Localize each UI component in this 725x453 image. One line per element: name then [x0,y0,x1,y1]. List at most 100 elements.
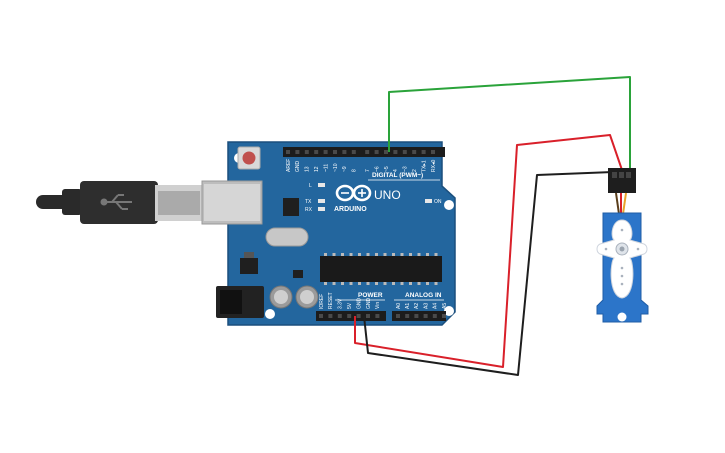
pin-label: ~3 [403,166,409,172]
wire-red-power[interactable] [354,134,623,368]
pin-label: ~11 [323,164,329,172]
wire-black-ground[interactable] [363,171,614,376]
led-tx-label: TX [305,199,312,205]
header-pin[interactable] [328,314,333,318]
wire-green-signal[interactable] [388,76,631,168]
reset-button-cap[interactable] [242,151,256,165]
voltage-regulator [240,258,258,274]
servo-mount-hole [617,312,627,322]
usb-icon [100,194,132,210]
pin-label: A1 [405,303,411,309]
servo-connector [608,168,636,193]
power-barrel-jack-inner [220,290,242,314]
header-pin[interactable] [442,314,446,318]
pin-label: 2 [412,169,418,172]
header-pin[interactable] [314,150,319,154]
pin-label: GND [356,298,362,310]
pin-label: RESET [328,292,334,309]
pin-label: GND [295,161,301,173]
pin-label: 3.3V [338,298,344,309]
led-rx-label: RX [305,207,313,213]
pin-label: ~10 [333,163,339,172]
model-label: UNO [374,188,401,202]
capacitor-top [274,290,288,304]
header-pin[interactable] [414,314,419,318]
small-ic [293,270,303,278]
header-pin[interactable] [342,150,347,154]
pin-label: 12 [314,166,320,172]
header-pin[interactable] [351,150,356,154]
servo-motor[interactable] [596,168,649,323]
servo-connector-pin [626,172,631,178]
header-pin[interactable] [365,150,370,154]
header-pin[interactable] [412,150,417,154]
header-pin[interactable] [304,150,309,154]
mounting-hole [444,200,454,210]
header-pin[interactable] [423,314,428,318]
usb-b-jack-face [204,184,260,221]
capacitor-top [300,290,314,304]
pin-label: 13 [305,166,311,172]
digital-header-label: DIGITAL (PWM~) [372,172,423,179]
led-l-label: L [309,183,312,189]
header-pin[interactable] [356,314,361,318]
header-pin[interactable] [374,150,379,154]
pin-label: A4 [433,303,439,309]
header-pin[interactable] [366,314,370,318]
header-pin[interactable] [337,314,342,318]
header-pin[interactable] [295,150,300,154]
led-rx [318,207,325,211]
led-tx [318,199,325,203]
mounting-hole [444,306,454,316]
servo-shaft-center [619,246,625,252]
wires [354,76,631,376]
analog-pin-row [396,314,446,318]
header-pin[interactable] [402,150,407,154]
led-l [318,183,325,187]
led-on-label: ON [434,199,442,205]
header-pin[interactable] [333,150,337,154]
header-pin[interactable] [375,314,380,318]
servo-connector-pin [612,172,617,178]
header-pin[interactable] [421,150,426,154]
header-pin[interactable] [347,314,352,318]
header-pin[interactable] [393,150,398,154]
usb-cable[interactable] [36,181,203,224]
pin-label: A0 [396,303,402,309]
header-pin[interactable] [323,150,328,154]
pin-label: A2 [414,303,420,309]
pin-label: 7 [365,169,371,172]
power-header-label: POWER [358,292,383,299]
arduino-infinity-logo-icon [335,184,372,202]
atmega-microcontroller [320,256,442,282]
header-pin[interactable] [319,314,323,318]
header-pin[interactable] [396,314,400,318]
pin-label: ~6 [374,166,380,172]
servo-connector-pin [619,172,624,178]
header-pin[interactable] [384,150,388,154]
header-pin[interactable] [431,150,435,154]
pin-label: RX◂0 [431,160,437,172]
pin-label: Vin [375,302,381,309]
pin-label: IOREF [319,294,325,309]
usb-cable-grip [62,189,82,215]
header-pin[interactable] [286,150,290,154]
crystal-oscillator [265,227,309,247]
digital-header [283,147,445,157]
servo-horn[interactable] [596,219,648,299]
chip-pins [324,253,438,285]
pin-label: 4 [393,169,399,172]
header-pin[interactable] [405,314,410,318]
power-pin-row [319,314,380,318]
digital-pin-row [286,150,435,154]
header-pin[interactable] [432,314,437,318]
pin-label: 8 [352,169,358,172]
mounting-hole [265,309,275,319]
pin-label: 5V [347,302,353,309]
pin-label: ~9 [342,166,348,172]
analog-header-label: ANALOG IN [405,292,442,299]
